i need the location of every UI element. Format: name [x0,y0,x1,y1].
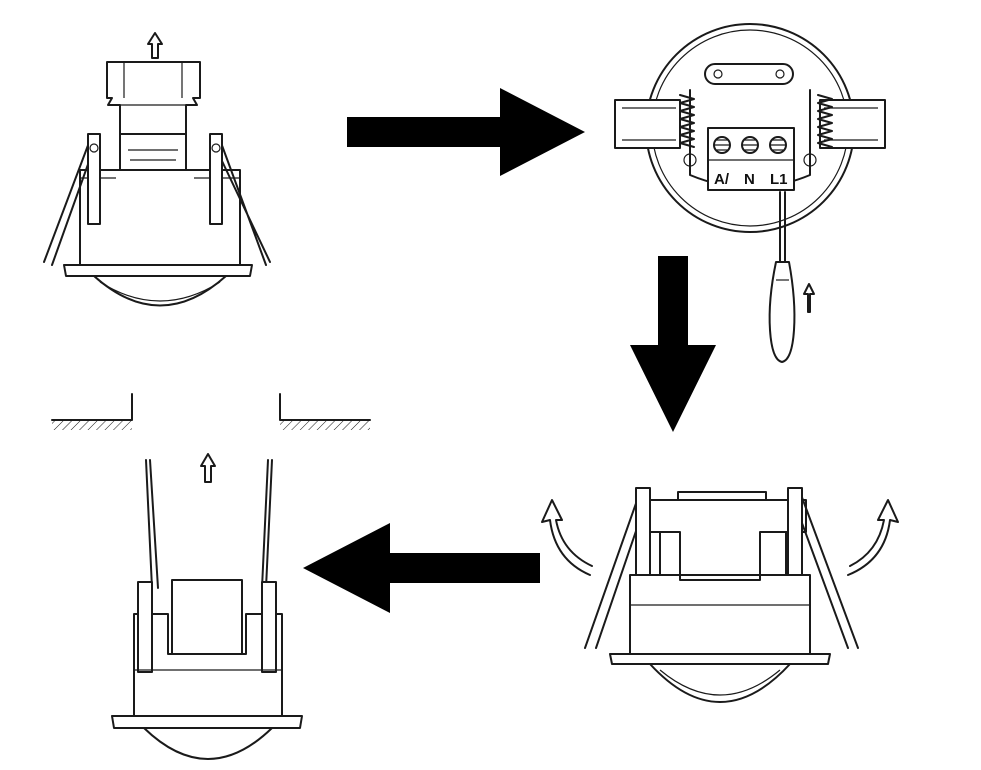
spring-coil-icon [679,94,833,148]
step4-ceiling-insertion [51,393,371,760]
terminal-label-l1: L1 [770,171,788,188]
small-up-arrow-icon [803,283,815,313]
terminal-label-a: A/ [714,171,730,188]
step1-sensor-side-view [43,32,271,307]
terminal-label-n: N [744,171,755,188]
curved-arrow-right-icon [847,499,899,576]
arrow-right-icon [347,88,585,176]
step2-sensor-top-view: A/ N L1 [614,23,886,363]
small-up-arrow-icon [147,32,163,59]
ceiling-hatch [51,393,371,430]
curved-arrow-left-icon [541,499,593,576]
arrow-down-icon [630,256,716,432]
arrow-left-icon [303,523,540,613]
small-up-arrow-icon [200,453,216,483]
screwdriver-icon [768,191,796,363]
step3-sensor-side-view [541,487,899,703]
terminal-screw-icon [713,136,787,154]
